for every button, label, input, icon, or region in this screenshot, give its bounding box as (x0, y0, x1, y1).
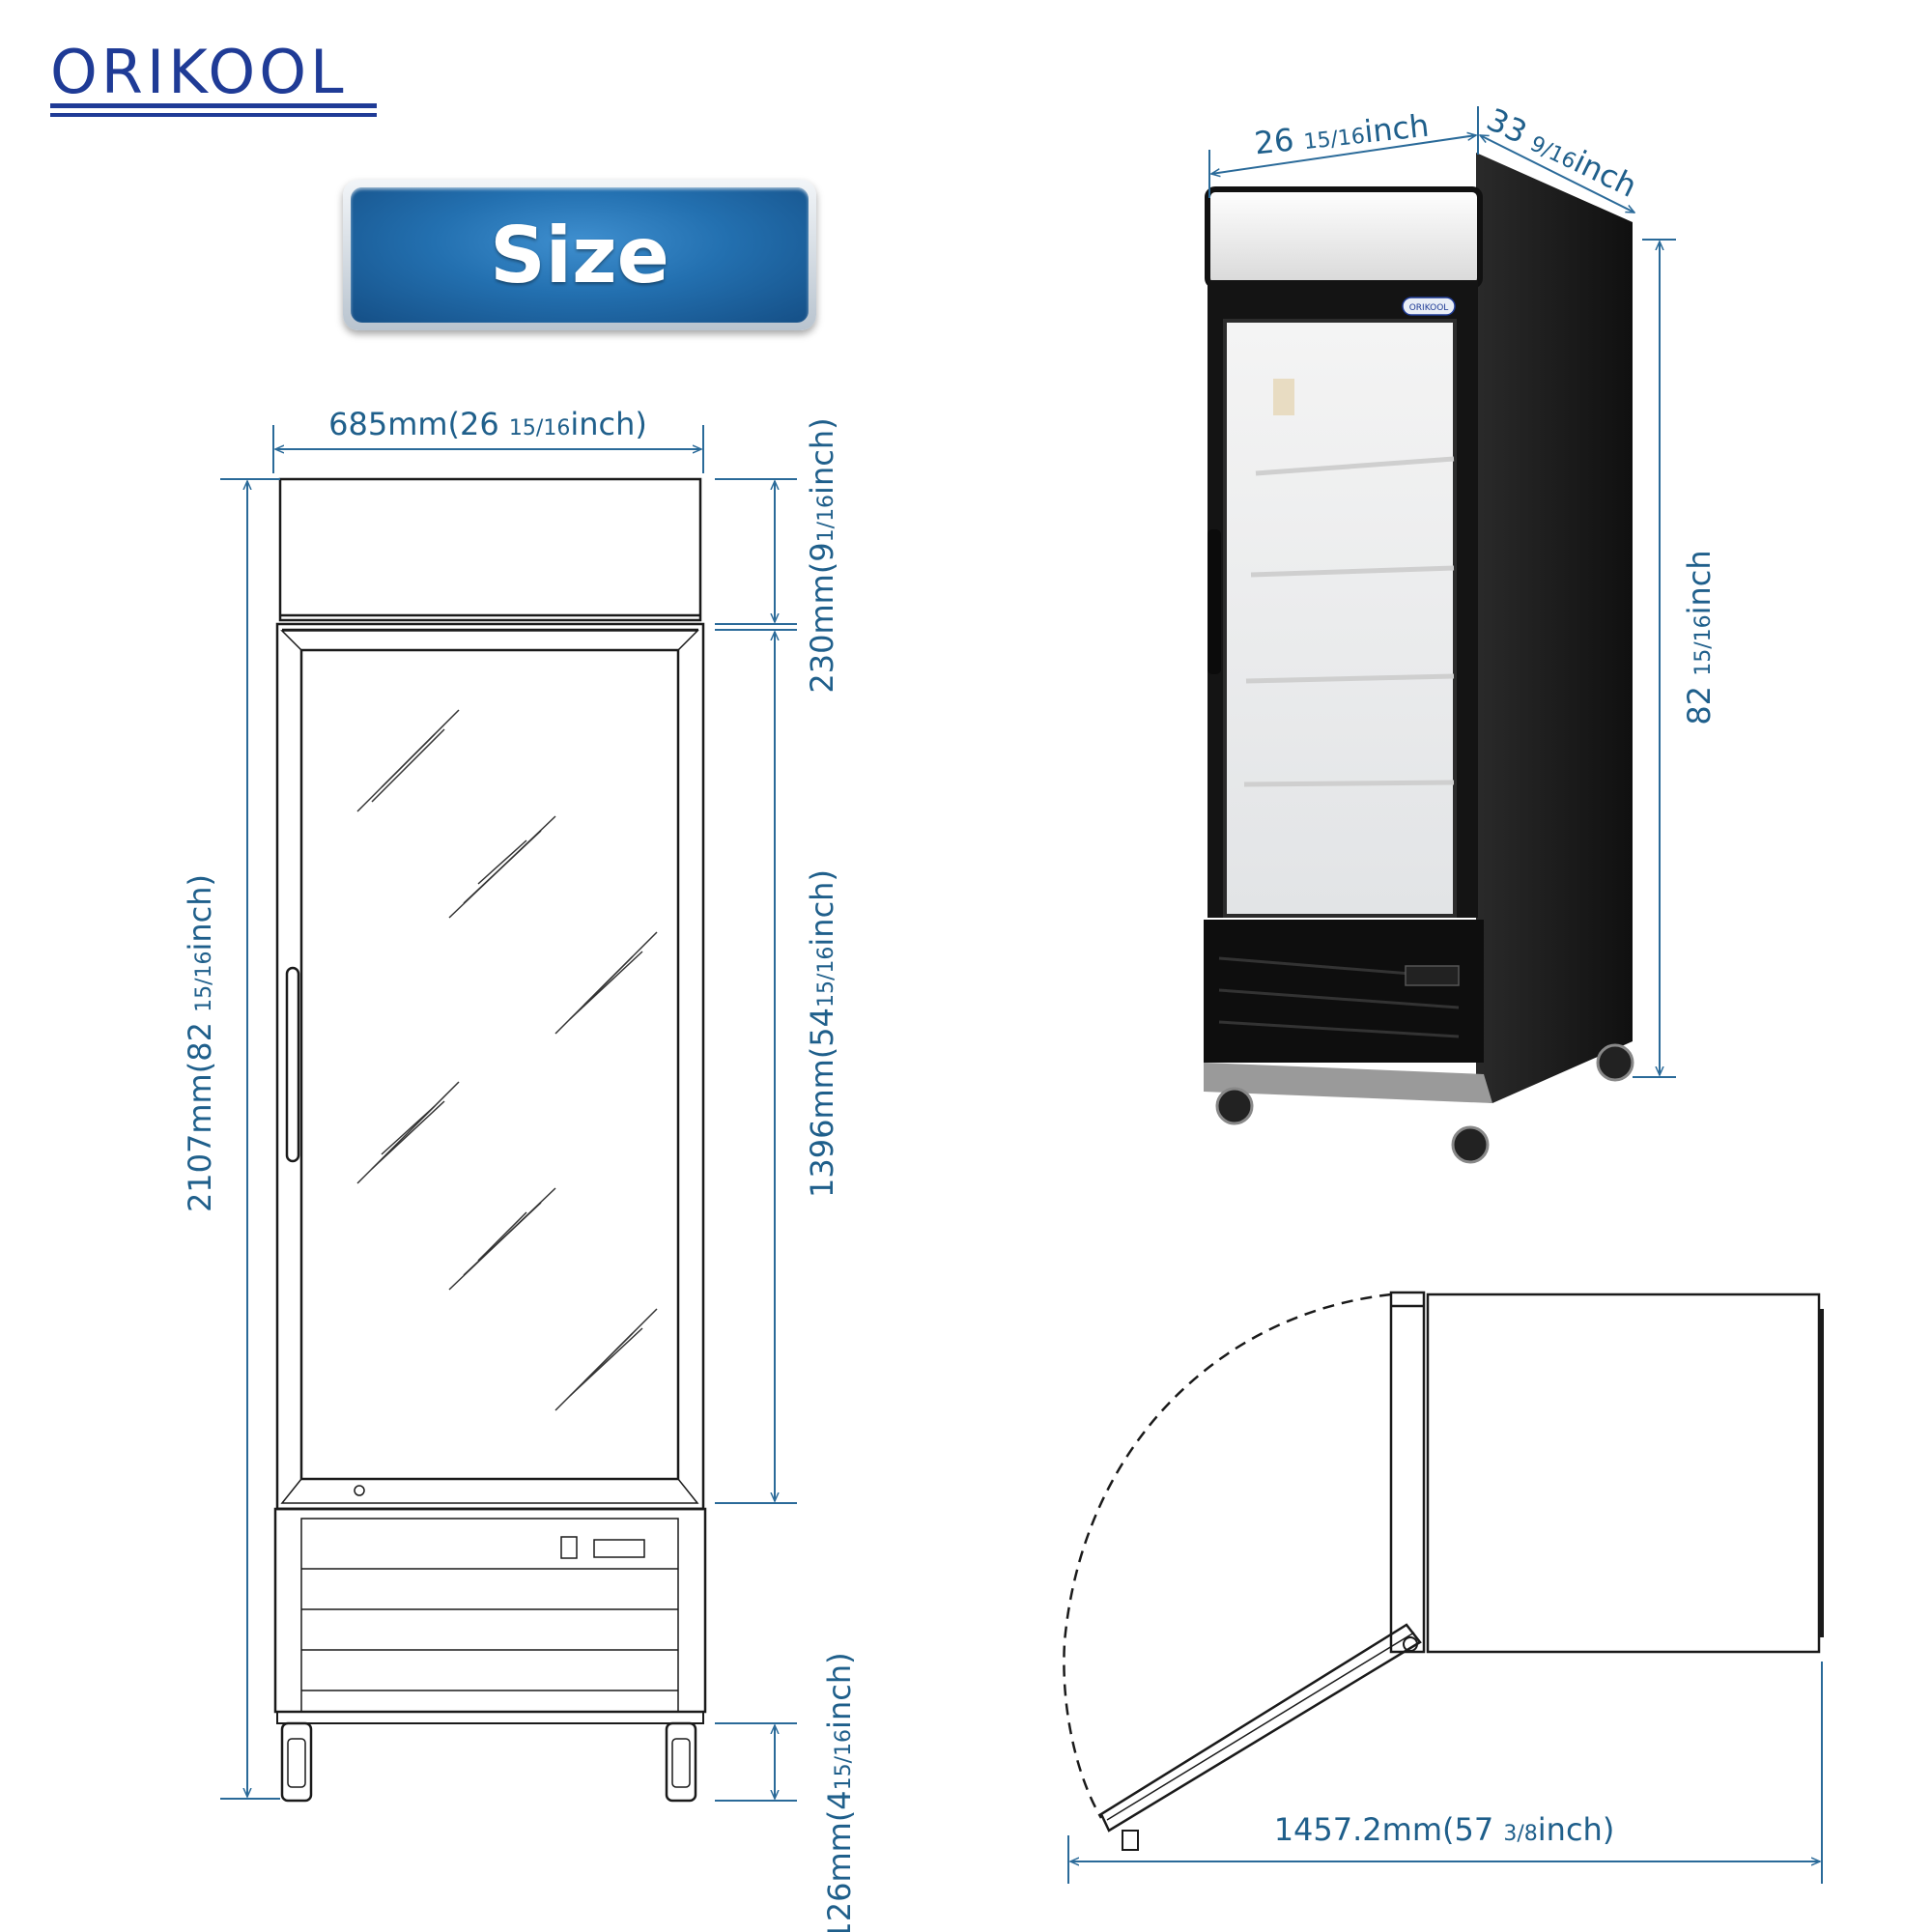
caster-height-label: 126mm(415/16inch) (821, 1652, 858, 1932)
photo-width-label: 26 15/16inch (1253, 107, 1431, 162)
logo-underline (50, 113, 377, 117)
glass-door (299, 648, 680, 1481)
swing-depth-label: 1457.2mm(57 3/8inch) (1274, 1811, 1615, 1848)
photo-door-handle (1208, 529, 1221, 674)
top-cabinet (1426, 1293, 1821, 1654)
front-view-drawing (273, 477, 707, 1803)
total-height-label: 2107mm(82 15/16inch) (182, 874, 218, 1212)
size-title: Size (490, 211, 669, 300)
caster-right (665, 1721, 697, 1803)
photo-dimension-lines (1208, 106, 1676, 1078)
header-height-label: 230mm(91/16inch) (804, 417, 840, 693)
cabinet-side (1476, 153, 1633, 1103)
caster-left (280, 1721, 313, 1803)
door-logo-badge (1402, 297, 1456, 316)
logo-underline (50, 103, 377, 108)
front-width-label: 685mm(26 15/16inch) (328, 406, 647, 442)
logo-text: ORIKOOL (50, 37, 348, 107)
size-badge: Size (343, 180, 816, 330)
door-swing-arc (1063, 1293, 1392, 1819)
door-logo-text: ORIKOOL (1409, 303, 1449, 313)
top-view-drawing (1063, 1291, 1824, 1851)
glass-reflection-marks (356, 709, 658, 1411)
photo-casters (1215, 1043, 1634, 1164)
brand-logo: ORIKOOL (50, 39, 379, 121)
header-panel (278, 477, 702, 622)
door-handle (285, 966, 300, 1163)
photo-header-light (1205, 186, 1483, 289)
front-dimension-lines (220, 425, 797, 1802)
photo-controller (1405, 965, 1460, 986)
temperature-controller (593, 1539, 645, 1558)
door-frame (275, 622, 705, 1511)
top-door-jamb (1389, 1291, 1426, 1654)
photo-glass (1223, 319, 1457, 918)
photo-shelves (1243, 456, 1455, 787)
photo-height-label: 82 15/16inch (1681, 550, 1718, 724)
photo-shelf-label (1273, 379, 1294, 415)
door-height-label: 1396mm(5415/16inch) (804, 869, 840, 1198)
size-badge-face: Size (351, 187, 809, 323)
photo-bottom-rail (1204, 1063, 1492, 1103)
door-open-position (1099, 1623, 1422, 1833)
top-dimension-lines (1067, 1662, 1823, 1884)
power-switch (560, 1536, 578, 1559)
product-photo: ORIKOOL (1204, 153, 1634, 1164)
